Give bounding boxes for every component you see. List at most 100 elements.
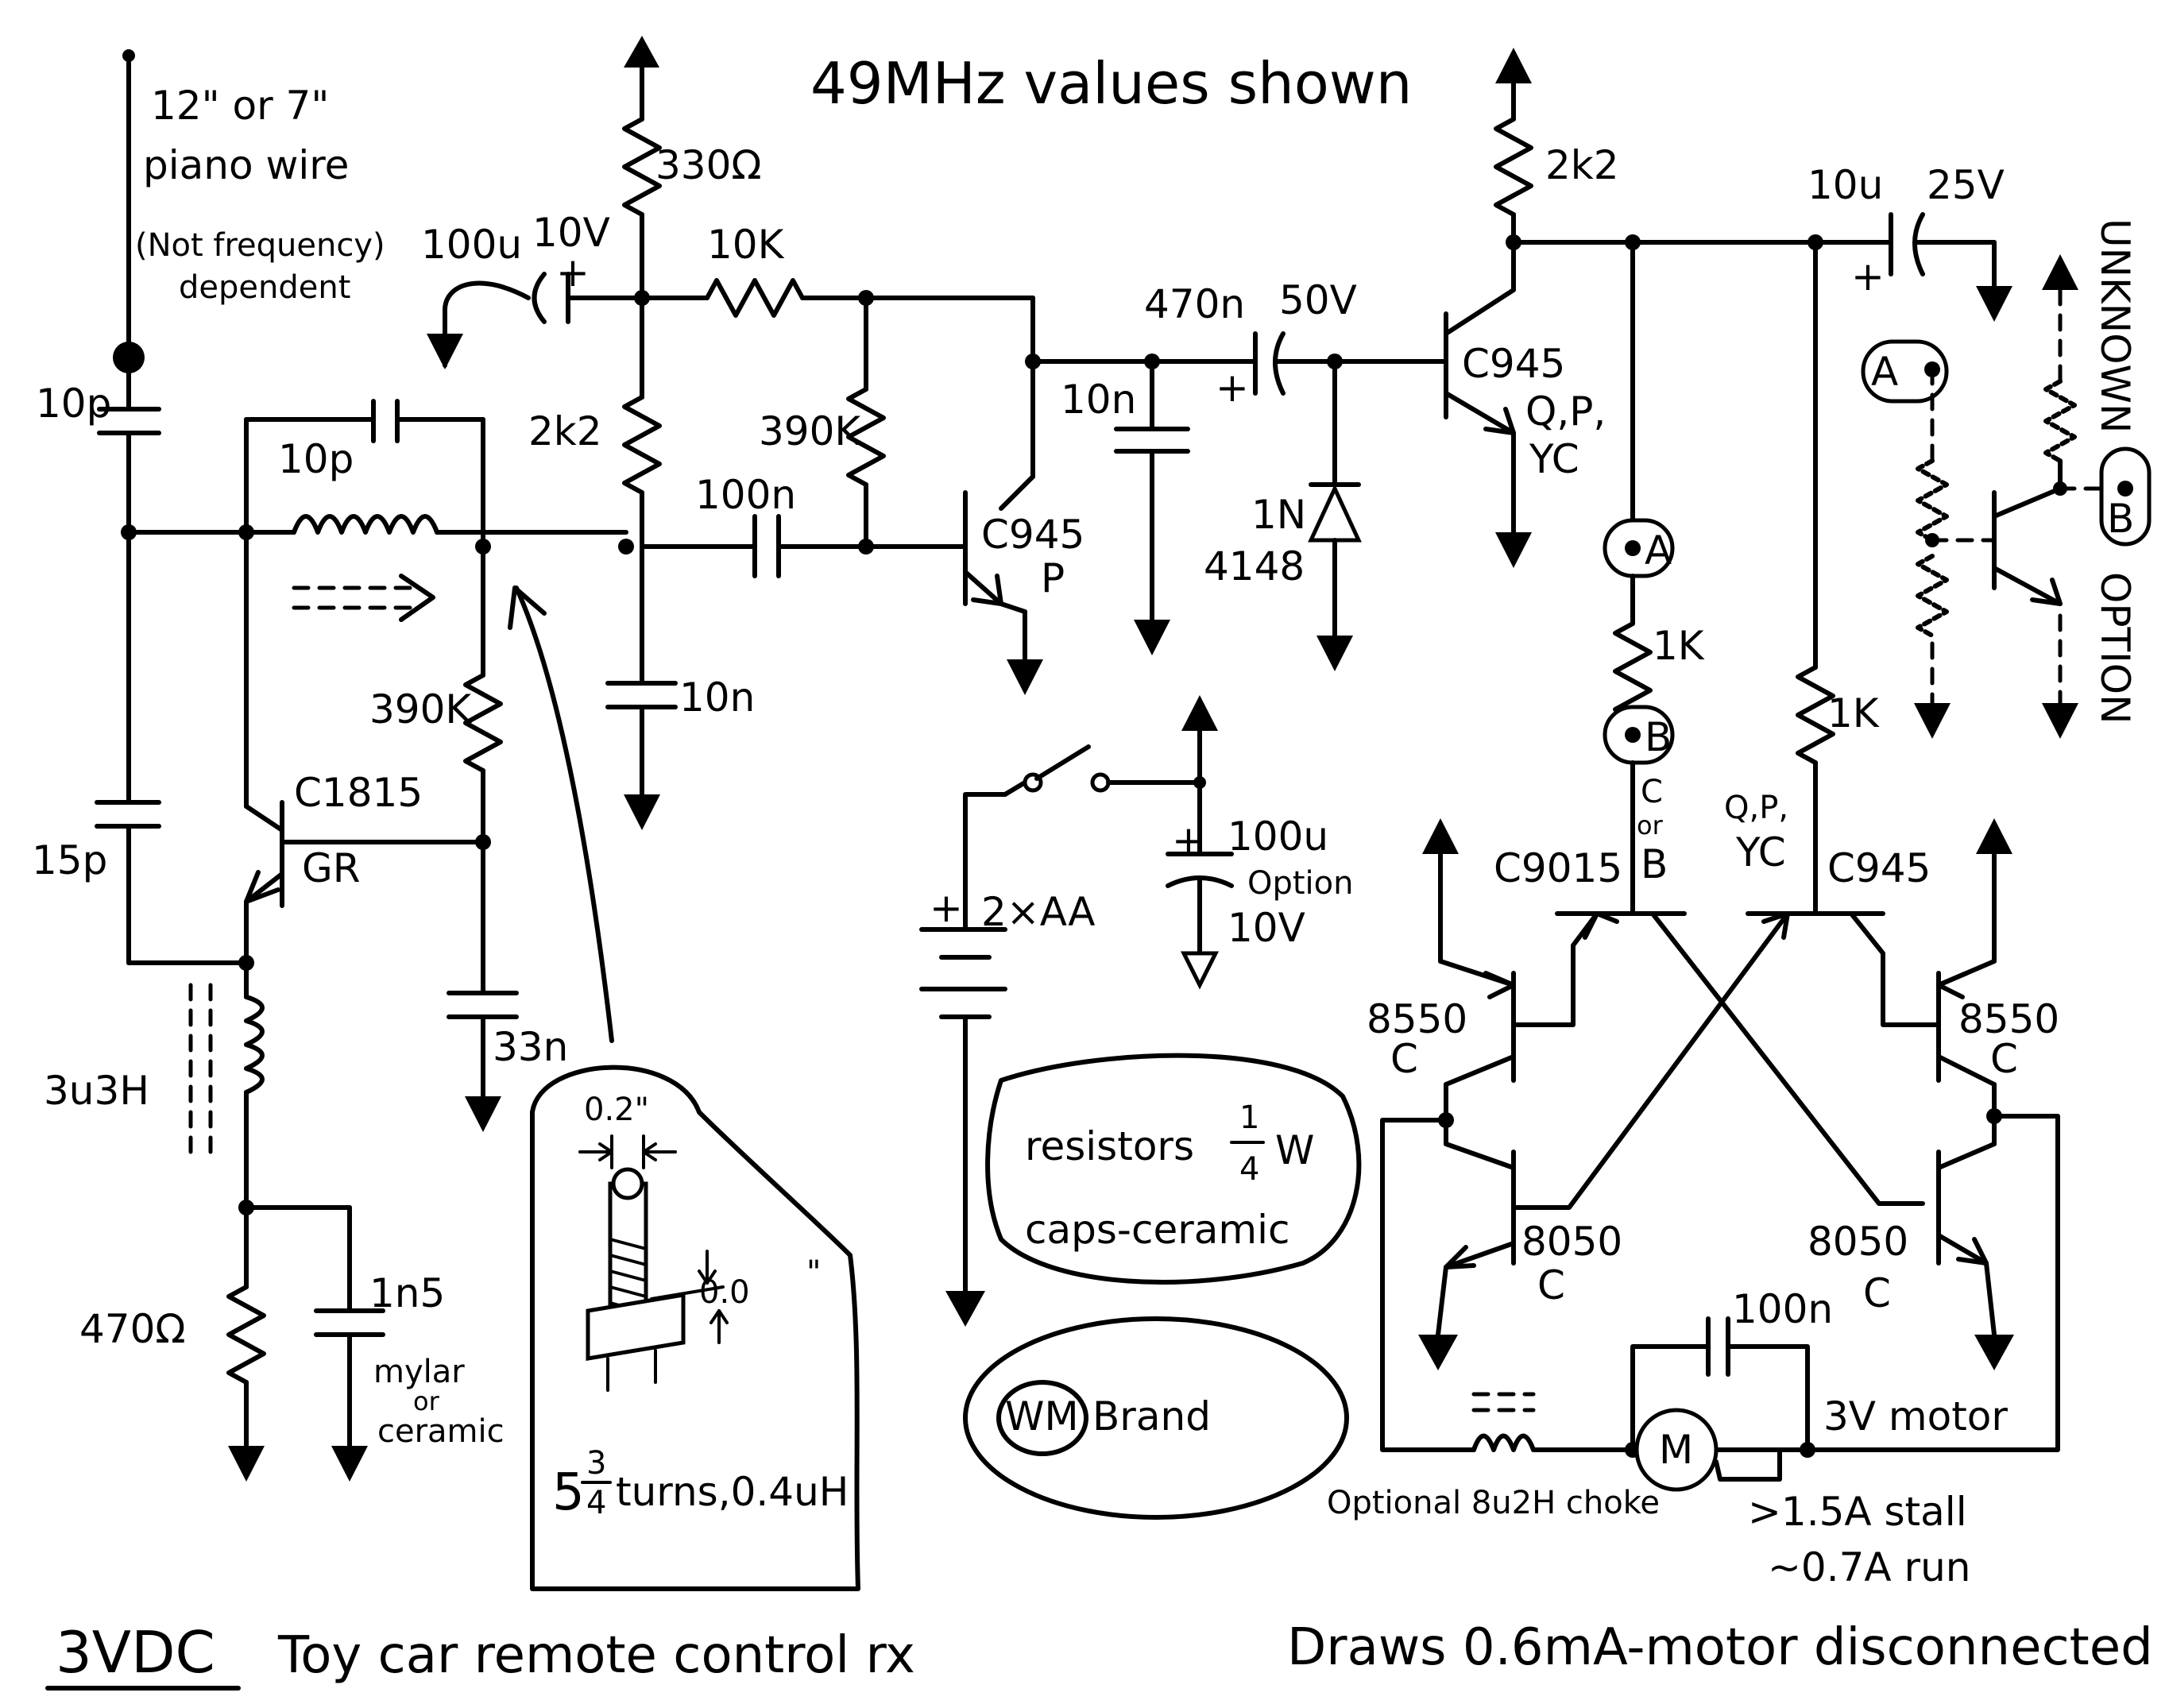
label-q-right-name: C945 (1827, 845, 1931, 891)
label-npn-right-g: C (1863, 1270, 1891, 1316)
stage2-output-wire (1030, 354, 1160, 369)
label-node-b-option: B (2107, 496, 2134, 542)
capacitor-100n-coupling (640, 514, 968, 578)
label-choke: Optional 8u2H choke (1327, 1485, 1660, 1521)
transistor-pnp-left (1422, 818, 1516, 1128)
tank-node-wire (121, 524, 296, 540)
label-note-res: resistors (1025, 1123, 1194, 1169)
label-coil-offset: 0.0 (699, 1274, 750, 1311)
label-motor-m: M (1659, 1427, 1693, 1473)
label-c-33n: 33n (493, 1024, 568, 1070)
capacitor-10p-antenna (97, 407, 161, 535)
label-coil-quote: " (806, 1254, 821, 1291)
label-coil-turns-den: 4 (586, 1485, 606, 1521)
resistor-390k-stage2 (846, 296, 886, 549)
label-r-2k2-b: 2k2 (1545, 142, 1619, 188)
label-r-1k-a: 1K (1653, 623, 1705, 669)
resistor-330 (622, 117, 662, 306)
capacitor-10n-stage1 (605, 544, 678, 830)
label-c-100u-v: 10V (532, 210, 610, 256)
label-plus-10u: + (1851, 253, 1885, 299)
label-c-bat-v: 10V (1228, 905, 1305, 951)
label-q3-grades: Q,P, (1525, 388, 1606, 435)
label-c-10u: 10u (1808, 162, 1883, 208)
label-c-10n-b: 10n (1061, 377, 1136, 423)
resistor-1k-right (1796, 240, 1835, 916)
label-c-1n5: 1n5 (369, 1270, 445, 1316)
label-r-10k: 10K (707, 222, 785, 268)
label-c-bat-opt: Option (1247, 865, 1354, 902)
inductor-tank (292, 514, 634, 555)
label-l-rfc: 3u3H (44, 1068, 149, 1114)
label-c-1n5-type: mylar (373, 1354, 465, 1390)
label-plus-battery: + (930, 885, 963, 931)
label-motor: 3V motor (1823, 1393, 2008, 1439)
label-q1-grade: GR (302, 845, 361, 891)
resistor-2k2-stage1 (622, 296, 662, 549)
label-c-fb: 10p (278, 436, 354, 482)
label-diode-a: 1N (1251, 492, 1306, 538)
coil-detail-inset (530, 1065, 860, 1591)
label-q3-name: C945 (1462, 341, 1565, 387)
capacitor-10n-stage2 (1114, 359, 1190, 655)
label-q-left-grade-or: or (1637, 810, 1664, 840)
label-brand: Brand (1092, 1393, 1211, 1439)
label-pnp-right-g: C (1990, 1036, 2018, 1082)
diode-1n4148 (1308, 359, 1362, 671)
label-npn-left: 8050 (1521, 1219, 1622, 1265)
label-coil-turns-num: 3 (586, 1445, 606, 1482)
label-c-10u-v: 25V (1927, 162, 2005, 208)
unknown-option-circuit (1861, 254, 2152, 739)
label-plus-470n: + (1216, 365, 1249, 411)
label-plus-c-bat: + (1172, 817, 1205, 864)
transistor-pnp-right (1936, 818, 2012, 1124)
label-r-470: 470Ω (79, 1306, 186, 1352)
label-npn-right: 8050 (1808, 1219, 1908, 1265)
label-q-left-grade-b: B (1641, 841, 1668, 887)
capacitor-100n-motor (1630, 1316, 1810, 1452)
label-pnp-left-g: C (1390, 1036, 1418, 1082)
label-c-10n-a: 10n (679, 674, 755, 721)
coil-pointer-arrow (514, 585, 614, 1043)
antenna-length-label: 12" or 7" (151, 83, 329, 129)
label-option: OPTION (2092, 572, 2138, 725)
label-coil-turns-whole: 5 (552, 1463, 585, 1522)
brand-logo: WM (1005, 1393, 1079, 1439)
power-switch[interactable] (1003, 744, 1202, 797)
footer-left-text: Toy car remote control rx (277, 1626, 915, 1685)
capacitor-15p (95, 530, 249, 965)
capacitor-470n (1150, 331, 1448, 396)
motor (1634, 1408, 1782, 1492)
supply-arrow-1 (624, 36, 659, 122)
label-note-res-num: 1 (1239, 1099, 1259, 1136)
label-c-100u: 100u (421, 222, 522, 268)
label-run: ~0.7A run (1768, 1544, 1970, 1590)
resistor-470 (226, 1205, 266, 1482)
transistor-q2 (963, 296, 1043, 695)
label-plus-100u: + (556, 249, 590, 296)
label-node-a: A (1645, 527, 1672, 574)
capacitor-10u (1889, 212, 2012, 322)
tuning-slug-arrows (292, 574, 435, 622)
label-pnp-left: 8550 (1367, 996, 1467, 1042)
antenna (113, 49, 145, 412)
label-note-res-den: 4 (1239, 1151, 1259, 1188)
label-unknown: UNKNOWN (2092, 218, 2138, 433)
capacitor-10p-feedback (244, 399, 485, 549)
label-battery: 2×AA (981, 889, 1096, 935)
label-c-470n: 470n (1144, 281, 1245, 327)
transistor-npn-right (1936, 1114, 2014, 1370)
label-stall: >1.5A stall (1748, 1489, 1967, 1535)
label-q2-grade: P (1041, 555, 1065, 601)
resistor-10k (640, 278, 1035, 318)
title: 49MHz values shown (810, 50, 1412, 117)
transistor-q3 (1444, 236, 1532, 568)
label-c-emit: 15p (32, 837, 107, 883)
label-q3-grades2: YC (1529, 436, 1579, 482)
label-q-left-grade-a: C (1641, 774, 1663, 810)
note-components (985, 1053, 1362, 1285)
capacitor-33n (447, 840, 519, 1132)
antenna-wire-label: piano wire (143, 142, 349, 188)
label-npn-left-g: C (1537, 1262, 1565, 1308)
